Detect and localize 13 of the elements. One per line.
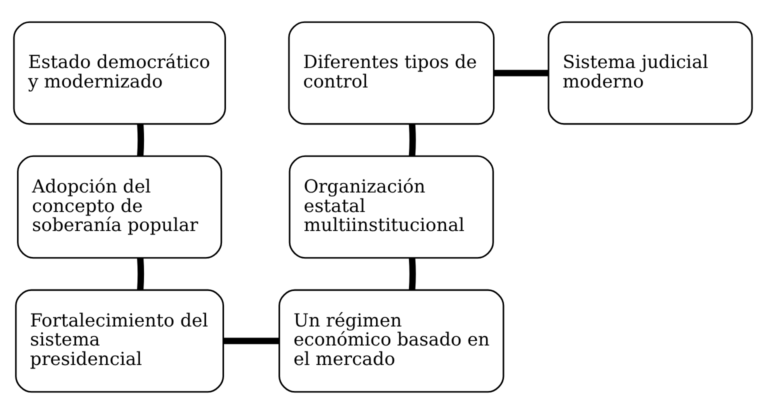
connector	[223, 337, 280, 344]
connector	[137, 257, 144, 290]
node-box: Sistema judicial moderno	[548, 20, 753, 124]
connector	[408, 123, 416, 156]
node-box: Diferentes tipos de control	[288, 20, 495, 124]
node-box: Un régimen económico basado en el mercado	[278, 288, 504, 392]
node-box: Adopción del concepto de soberanía popular	[17, 154, 222, 258]
connector	[494, 69, 549, 76]
node-box: Estado democrático y modernizado	[13, 20, 226, 124]
node-box: Organización estatal multiinstitucional	[288, 154, 494, 258]
connector	[408, 257, 416, 290]
connector	[137, 123, 144, 156]
node-box: Fortalecimiento del sistema presidencial	[15, 288, 224, 392]
